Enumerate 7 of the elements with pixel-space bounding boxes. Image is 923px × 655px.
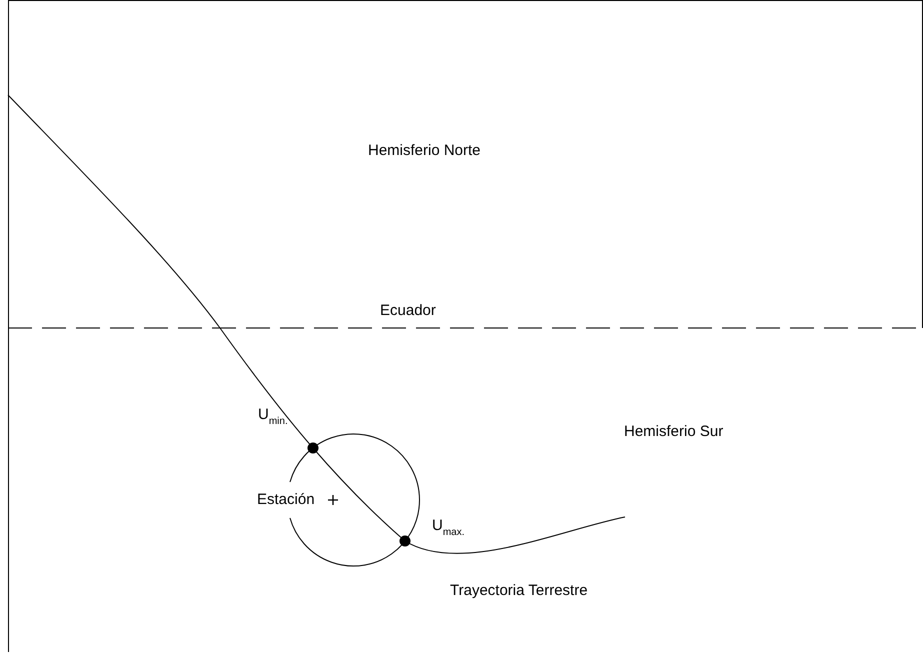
region-label: Hemisferio Sur	[624, 423, 724, 441]
equator-label: Ecuador	[380, 302, 436, 320]
point-label: U$_{min.}$	[258, 406, 288, 429]
region-label: Hemisferio Norte	[368, 142, 481, 160]
point-label: U$_{max.}$	[432, 517, 465, 540]
station-label: Estación	[257, 491, 315, 509]
track-label: Trayectoria Terrestre	[450, 582, 588, 600]
